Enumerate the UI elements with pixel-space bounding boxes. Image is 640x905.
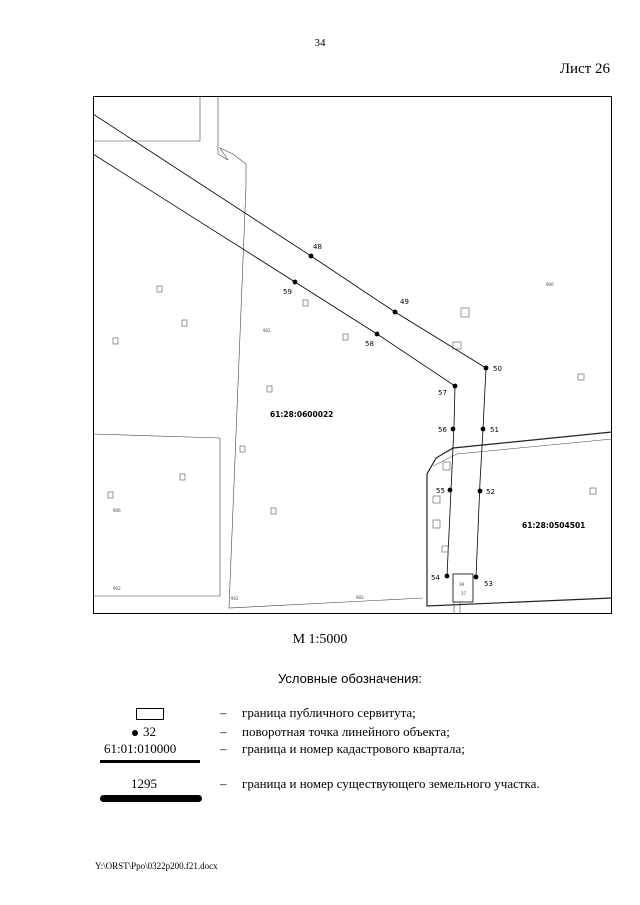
turning-point — [473, 574, 479, 580]
legend-dash: – — [220, 776, 227, 791]
parcel-symbol: 1295 — [90, 776, 215, 806]
cadastral-map: 902 906 906 902 902 902 39 37 61:28:0600… — [93, 96, 612, 614]
point-label: 58 — [365, 340, 374, 348]
point-label: 53 — [484, 580, 493, 588]
road-line — [432, 438, 612, 467]
legend-item-parcel: 1295 – граница и номер существующего зем… — [90, 776, 630, 806]
legend-text: граница публичного сервитута; — [242, 705, 416, 720]
map-frame — [93, 96, 612, 614]
small-parcel — [452, 573, 474, 603]
sheet-label: Лист 26 — [559, 61, 610, 77]
quarter-label: 61:28:0600022 — [270, 410, 333, 419]
turning-point — [483, 365, 489, 371]
turning-point — [480, 426, 486, 432]
quarter-label: 61:28:0504501 — [522, 521, 585, 530]
point-label: 49 — [400, 298, 409, 306]
legend-dash: – — [220, 724, 227, 739]
legend-dash: – — [220, 705, 227, 720]
legend-symbol-text: 32 — [143, 724, 156, 739]
turning-point — [374, 331, 380, 337]
turning-point — [447, 487, 453, 493]
legend-dash: – — [220, 741, 227, 756]
parcel-boundary — [217, 96, 424, 609]
legend-text: поворотная точка линейного объекта; — [242, 724, 450, 739]
legend-text: граница и номер кадастрового квартала; — [242, 741, 465, 756]
legend-item-quarter: 61:01:010000 – граница и номер кадастров… — [90, 741, 630, 767]
point-label: 56 — [438, 426, 447, 434]
point-label: 54 — [431, 574, 440, 582]
legend-item-easement: – граница публичного сервитута; — [90, 705, 630, 725]
point-label: 51 — [490, 426, 499, 434]
turning-point-symbol: 32 — [90, 724, 215, 744]
file-path-footer: Y:\ORST\Ppo\0322p200.f21.docx — [95, 861, 218, 871]
parcel-number: 902 — [231, 596, 239, 601]
point-dot-icon — [132, 730, 138, 736]
parcel-boundary — [93, 433, 221, 597]
page-number: 34 — [314, 37, 326, 49]
parcel-number: 39 — [459, 582, 465, 587]
point-label: 59 — [283, 288, 292, 296]
legend-text: граница и номер существующего земельного… — [242, 776, 540, 791]
point-label: 50 — [493, 365, 502, 373]
easement-symbol — [90, 705, 215, 725]
map-scale: М 1:5000 — [292, 632, 348, 647]
legend-item-turning-point: 32 – поворотная точка линейного объекта; — [90, 724, 630, 744]
point-label: 57 — [438, 389, 447, 397]
turning-point — [452, 383, 458, 389]
turning-point — [477, 488, 483, 494]
turning-point — [392, 309, 398, 315]
legend-title: Условные обозначения: — [277, 671, 423, 686]
turning-point — [308, 253, 314, 259]
parcel-number: 906 — [113, 508, 121, 513]
legend-symbol-text: 61:01:010000 — [104, 741, 177, 756]
turning-point — [444, 573, 450, 579]
quarter-boundary — [426, 431, 612, 607]
turning-points — [292, 253, 489, 580]
parcel-number: 902 — [263, 328, 271, 333]
buildings — [107, 285, 597, 553]
easement-boundary — [93, 153, 456, 577]
legend-symbol-text: 1295 — [131, 776, 157, 791]
parcel-number: 902 — [356, 595, 364, 600]
parcel-number: 37 — [461, 591, 467, 596]
quarter-symbol: 61:01:010000 — [90, 741, 215, 767]
turning-point — [450, 426, 456, 432]
point-label: 48 — [313, 243, 322, 251]
turning-point — [292, 279, 298, 285]
parcel-number: 906 — [546, 282, 554, 287]
point-label: 52 — [486, 488, 495, 496]
parcel-boundary — [93, 96, 201, 142]
point-label: 55 — [436, 487, 445, 495]
parcel-number: 902 — [113, 586, 121, 591]
